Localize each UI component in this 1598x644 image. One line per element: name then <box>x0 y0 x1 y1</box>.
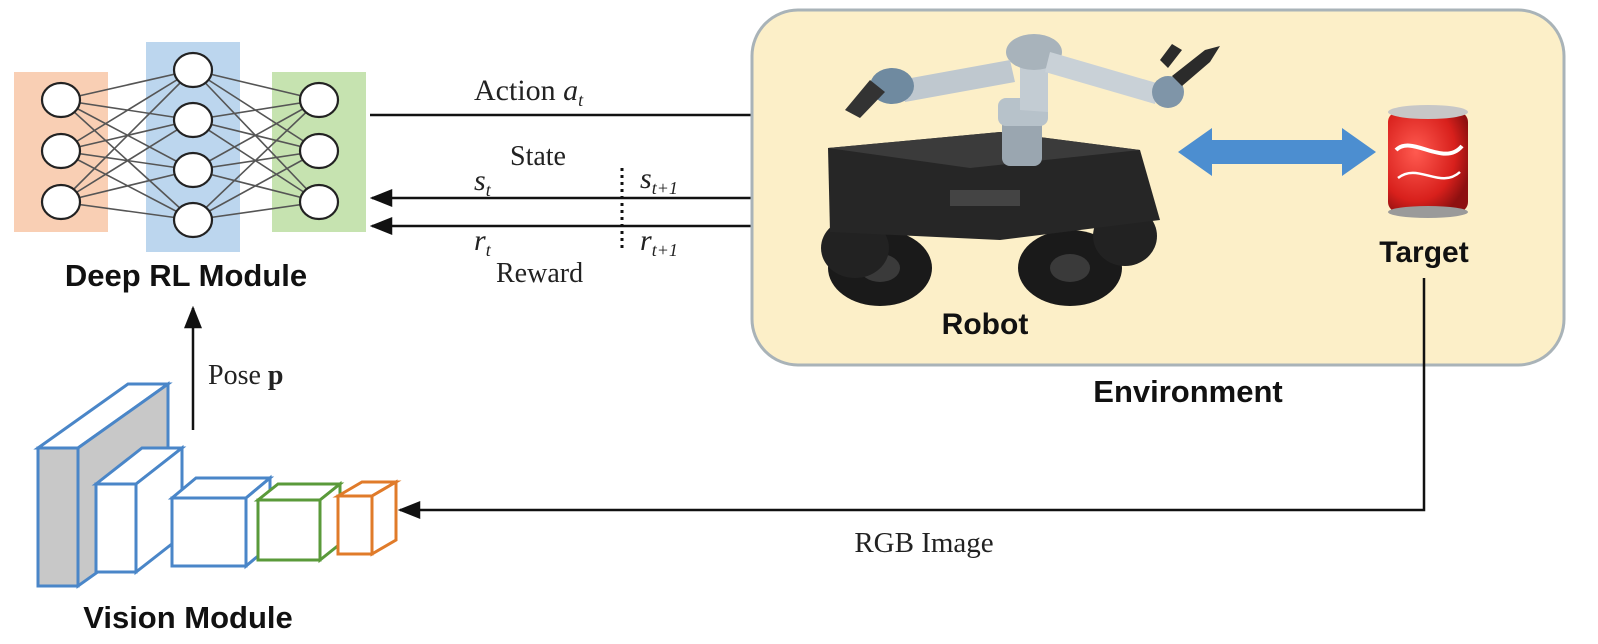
state-arrow-group: State st st+1 <box>369 141 776 207</box>
vision-output-block <box>332 479 402 557</box>
rgb-image-arrow-group: RGB Image <box>397 278 1426 559</box>
action-arrow-group: Action at <box>370 74 803 124</box>
robot-gripper <box>1172 46 1220 86</box>
rl-network-edge <box>60 169 194 203</box>
pose-arrow-group: Pose p <box>184 305 283 430</box>
rl-network-edge <box>192 69 320 101</box>
rl-network-nodes <box>40 51 340 239</box>
rl-network-node <box>172 51 214 89</box>
rl-network-node <box>172 101 214 139</box>
rl-network-edge <box>60 69 194 203</box>
rl-network-node <box>298 132 340 170</box>
vision-cnn-blocks <box>33 381 402 589</box>
robot-image <box>821 34 1220 306</box>
rl-network-edge <box>60 119 194 203</box>
vision-conv-block-2 <box>167 474 275 570</box>
environment-background <box>750 8 1566 367</box>
rgb-image-label: RGB Image <box>854 527 993 559</box>
state-s-t1: st+1 <box>640 162 678 198</box>
state-label: State <box>510 141 566 172</box>
reward-arrow-group: rt rt+1 Reward <box>369 217 776 289</box>
rl-network-node <box>40 81 82 119</box>
rl-network-edge <box>192 99 320 221</box>
robot-arm-base <box>1002 118 1042 166</box>
robot-arm-link-upper <box>900 60 1015 102</box>
robot-target-interaction-arrow <box>1178 128 1376 176</box>
robot-arm-link-lower <box>1020 58 1048 112</box>
state-s-t: st <box>474 164 492 200</box>
rl-network-node <box>40 132 82 170</box>
rl-network-edge <box>60 69 194 152</box>
rl-network-node <box>298 183 340 221</box>
reward-r-t1: rt+1 <box>640 224 678 260</box>
rl-network-edge <box>192 99 320 121</box>
robot-label: Robot <box>942 308 1029 341</box>
environment-box: Environment <box>750 8 1566 409</box>
reward-r-t: rt <box>474 224 492 260</box>
target-can-image <box>1388 105 1468 218</box>
environment-label: Environment <box>1093 374 1282 409</box>
rl-network-edges <box>60 69 320 221</box>
rl-network-edge <box>192 150 320 221</box>
rl-network-node <box>40 183 82 221</box>
vision-conv-block-3 <box>253 480 345 564</box>
rgb-image-arrow <box>397 278 1426 519</box>
rl-network-node <box>172 201 214 239</box>
vision-module-label: Vision Module <box>83 600 293 635</box>
pose-label: Pose p <box>208 360 283 391</box>
rl-network-edge <box>192 201 320 221</box>
reward-label: Reward <box>496 258 583 289</box>
target-label: Target <box>1379 236 1468 269</box>
deep-rl-module: Deep RL Module <box>14 42 366 293</box>
rl-network-node <box>298 81 340 119</box>
vision-module: Vision Module <box>33 381 402 635</box>
rl-network-edge <box>60 201 194 221</box>
deep-rl-module-label: Deep RL Module <box>65 258 307 293</box>
rl-network-node <box>172 151 214 189</box>
rl-network-edge <box>60 69 194 101</box>
rl-network-edge <box>192 99 320 171</box>
action-label: Action at <box>474 74 584 110</box>
